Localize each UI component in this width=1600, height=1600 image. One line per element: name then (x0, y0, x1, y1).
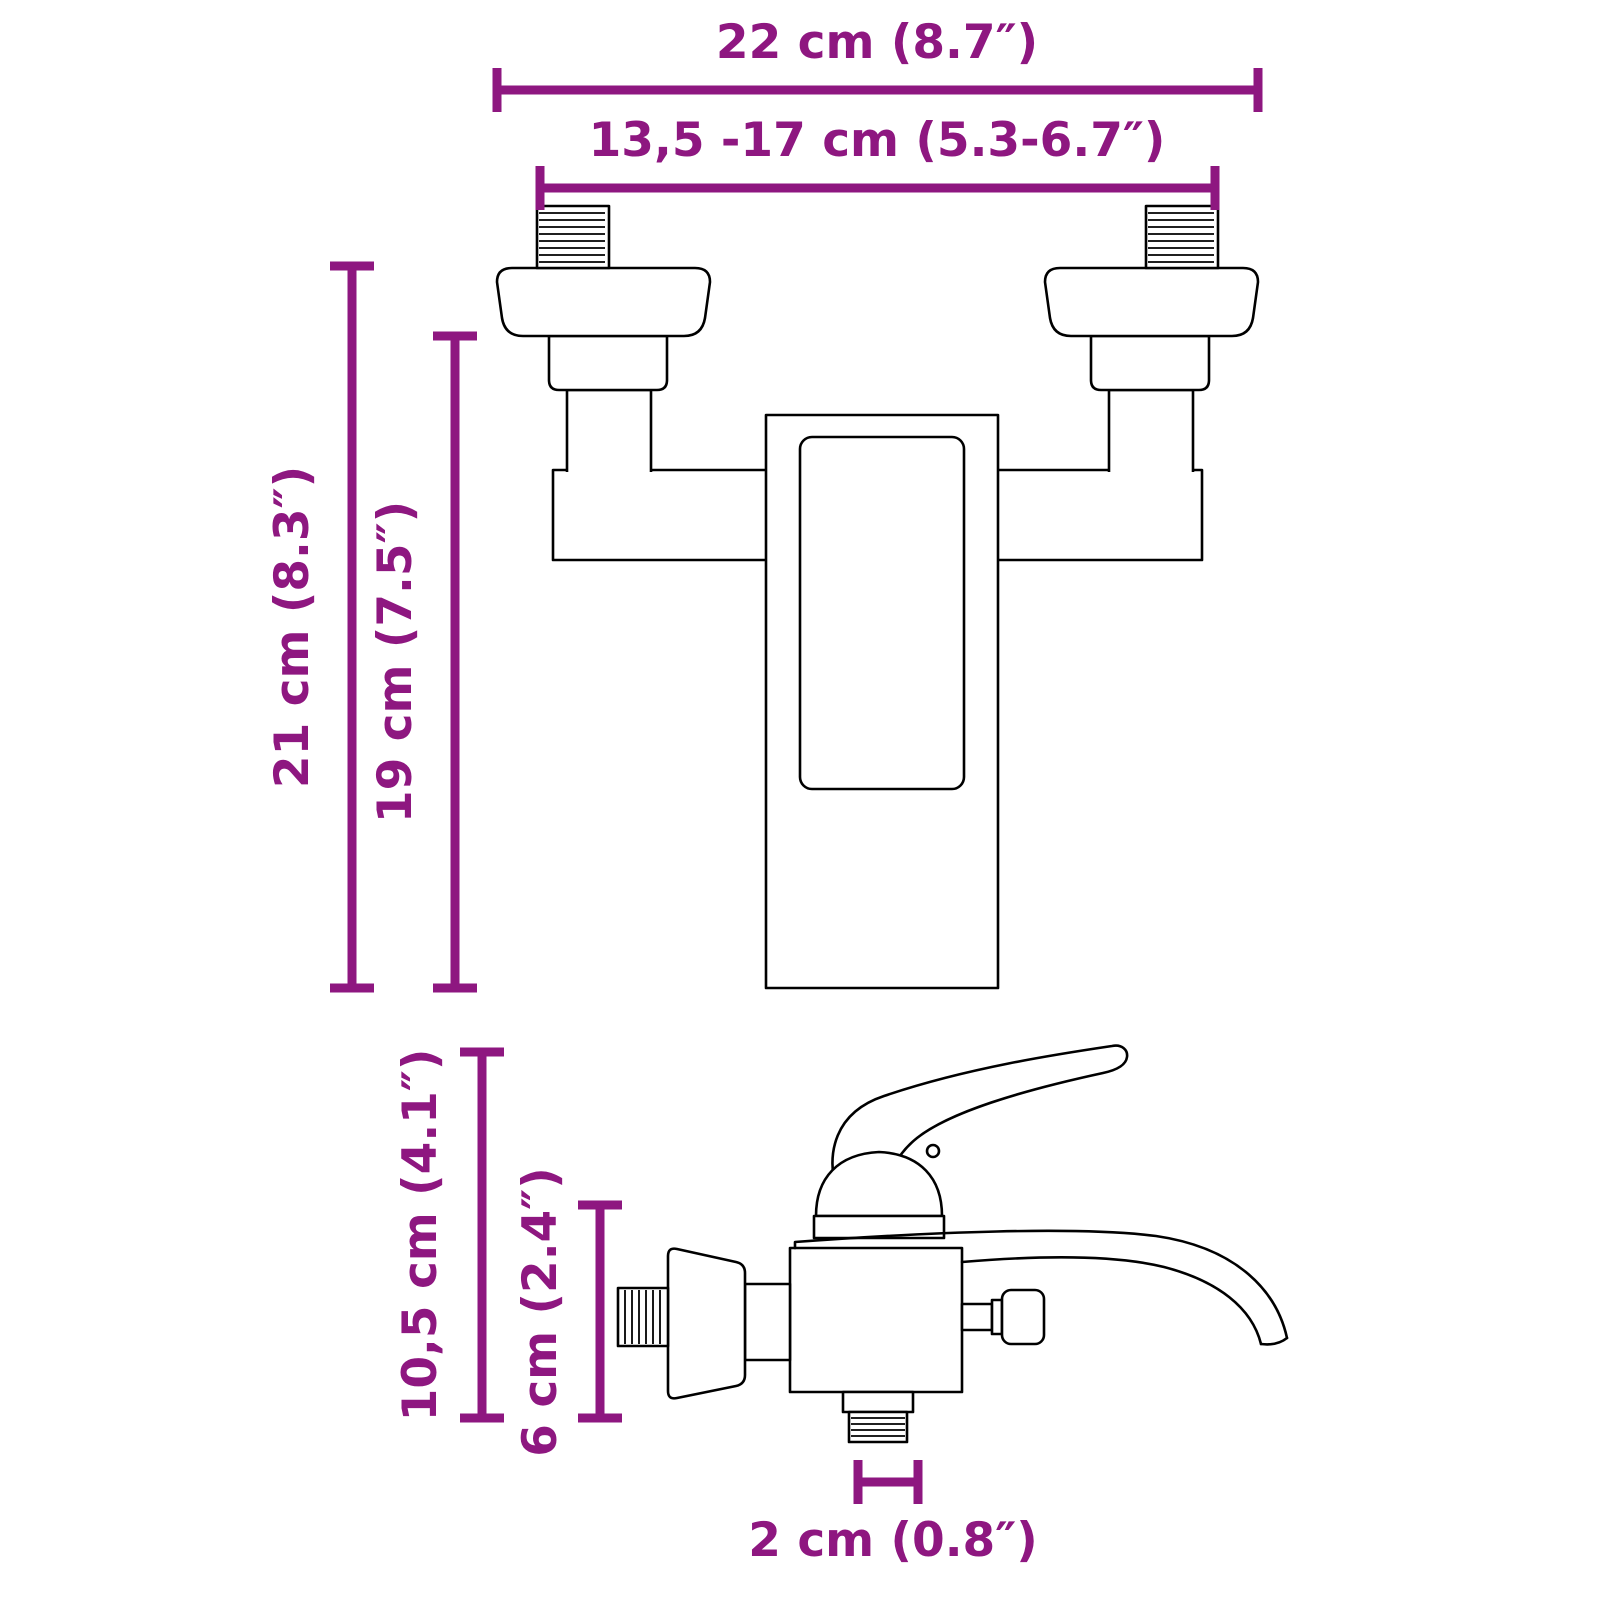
side-connector-collar (743, 1282, 792, 1362)
handle-set-screw (925, 1143, 941, 1159)
left-supply-thread-body (535, 204, 611, 270)
dimension-total-width: 22 cm (8.7″) (492, 15, 1263, 112)
handle-collar (812, 1214, 946, 1240)
dimension-lower-height: 19 cm (7.5″) (368, 331, 477, 993)
diverter-neck (990, 1298, 1004, 1336)
dimension-outlet-width: 2 cm (0.8″) (748, 1460, 1038, 1568)
spout-bottom-curve (960, 1255, 1263, 1346)
right-connector-flange (1043, 266, 1260, 338)
right-supply-thread-body (1144, 204, 1220, 270)
dimension-label-side-height: 10,5 cm (4.1″) (393, 1049, 448, 1422)
dimension-connector-spacing: 13,5 -17 cm (5.3-6.7″) (535, 113, 1220, 210)
outlet-collar (841, 1390, 915, 1414)
spout-top-curve (793, 1229, 1289, 1340)
diverter-knob (1000, 1288, 1046, 1346)
dimension-annotations: 22 cm (8.7″) 13,5 -17 cm (5.3-6.7″) 21 c… (265, 15, 1263, 1568)
dimension-side-lower-height: 6 cm (2.4″) (513, 1167, 622, 1457)
diverter-stem (960, 1302, 994, 1332)
spout-tip (1259, 1336, 1289, 1346)
side-connector-flange (666, 1247, 747, 1400)
outlet-thread-body (847, 1410, 909, 1444)
handle-lever (831, 1044, 1129, 1198)
dimension-side-height: 10,5 cm (4.1″) (393, 1047, 504, 1423)
handle-dome (814, 1150, 944, 1218)
dimension-label-lower-height: 19 cm (7.5″) (368, 501, 423, 823)
side-body (788, 1246, 964, 1394)
side-supply-thread (616, 1286, 670, 1348)
right-supply-thread (1144, 204, 1220, 270)
right-connector-collar (1089, 334, 1211, 392)
dimension-label-connector-spacing: 13,5 -17 cm (5.3-6.7″) (589, 113, 1166, 168)
left-connector-flange (495, 266, 712, 338)
left-connector-tube (565, 388, 653, 472)
left-connector-collar (547, 334, 669, 392)
dimension-label-side-lower-height: 6 cm (2.4″) (513, 1167, 568, 1456)
dimension-label-outlet-width: 2 cm (0.8″) (748, 1513, 1037, 1568)
dimension-label-total-width: 22 cm (8.7″) (716, 15, 1038, 70)
dimension-label-total-height: 21 cm (8.3″) (265, 466, 320, 788)
front-view (495, 204, 1260, 990)
dimension-total-height: 21 cm (8.3″) (265, 261, 374, 993)
front-plate-inner-panel (798, 435, 966, 791)
left-supply-thread (535, 204, 611, 270)
outlet-thread (847, 1410, 909, 1444)
right-connector-tube (1107, 388, 1195, 472)
side-view (616, 1044, 1289, 1444)
front-plate (764, 413, 1000, 990)
